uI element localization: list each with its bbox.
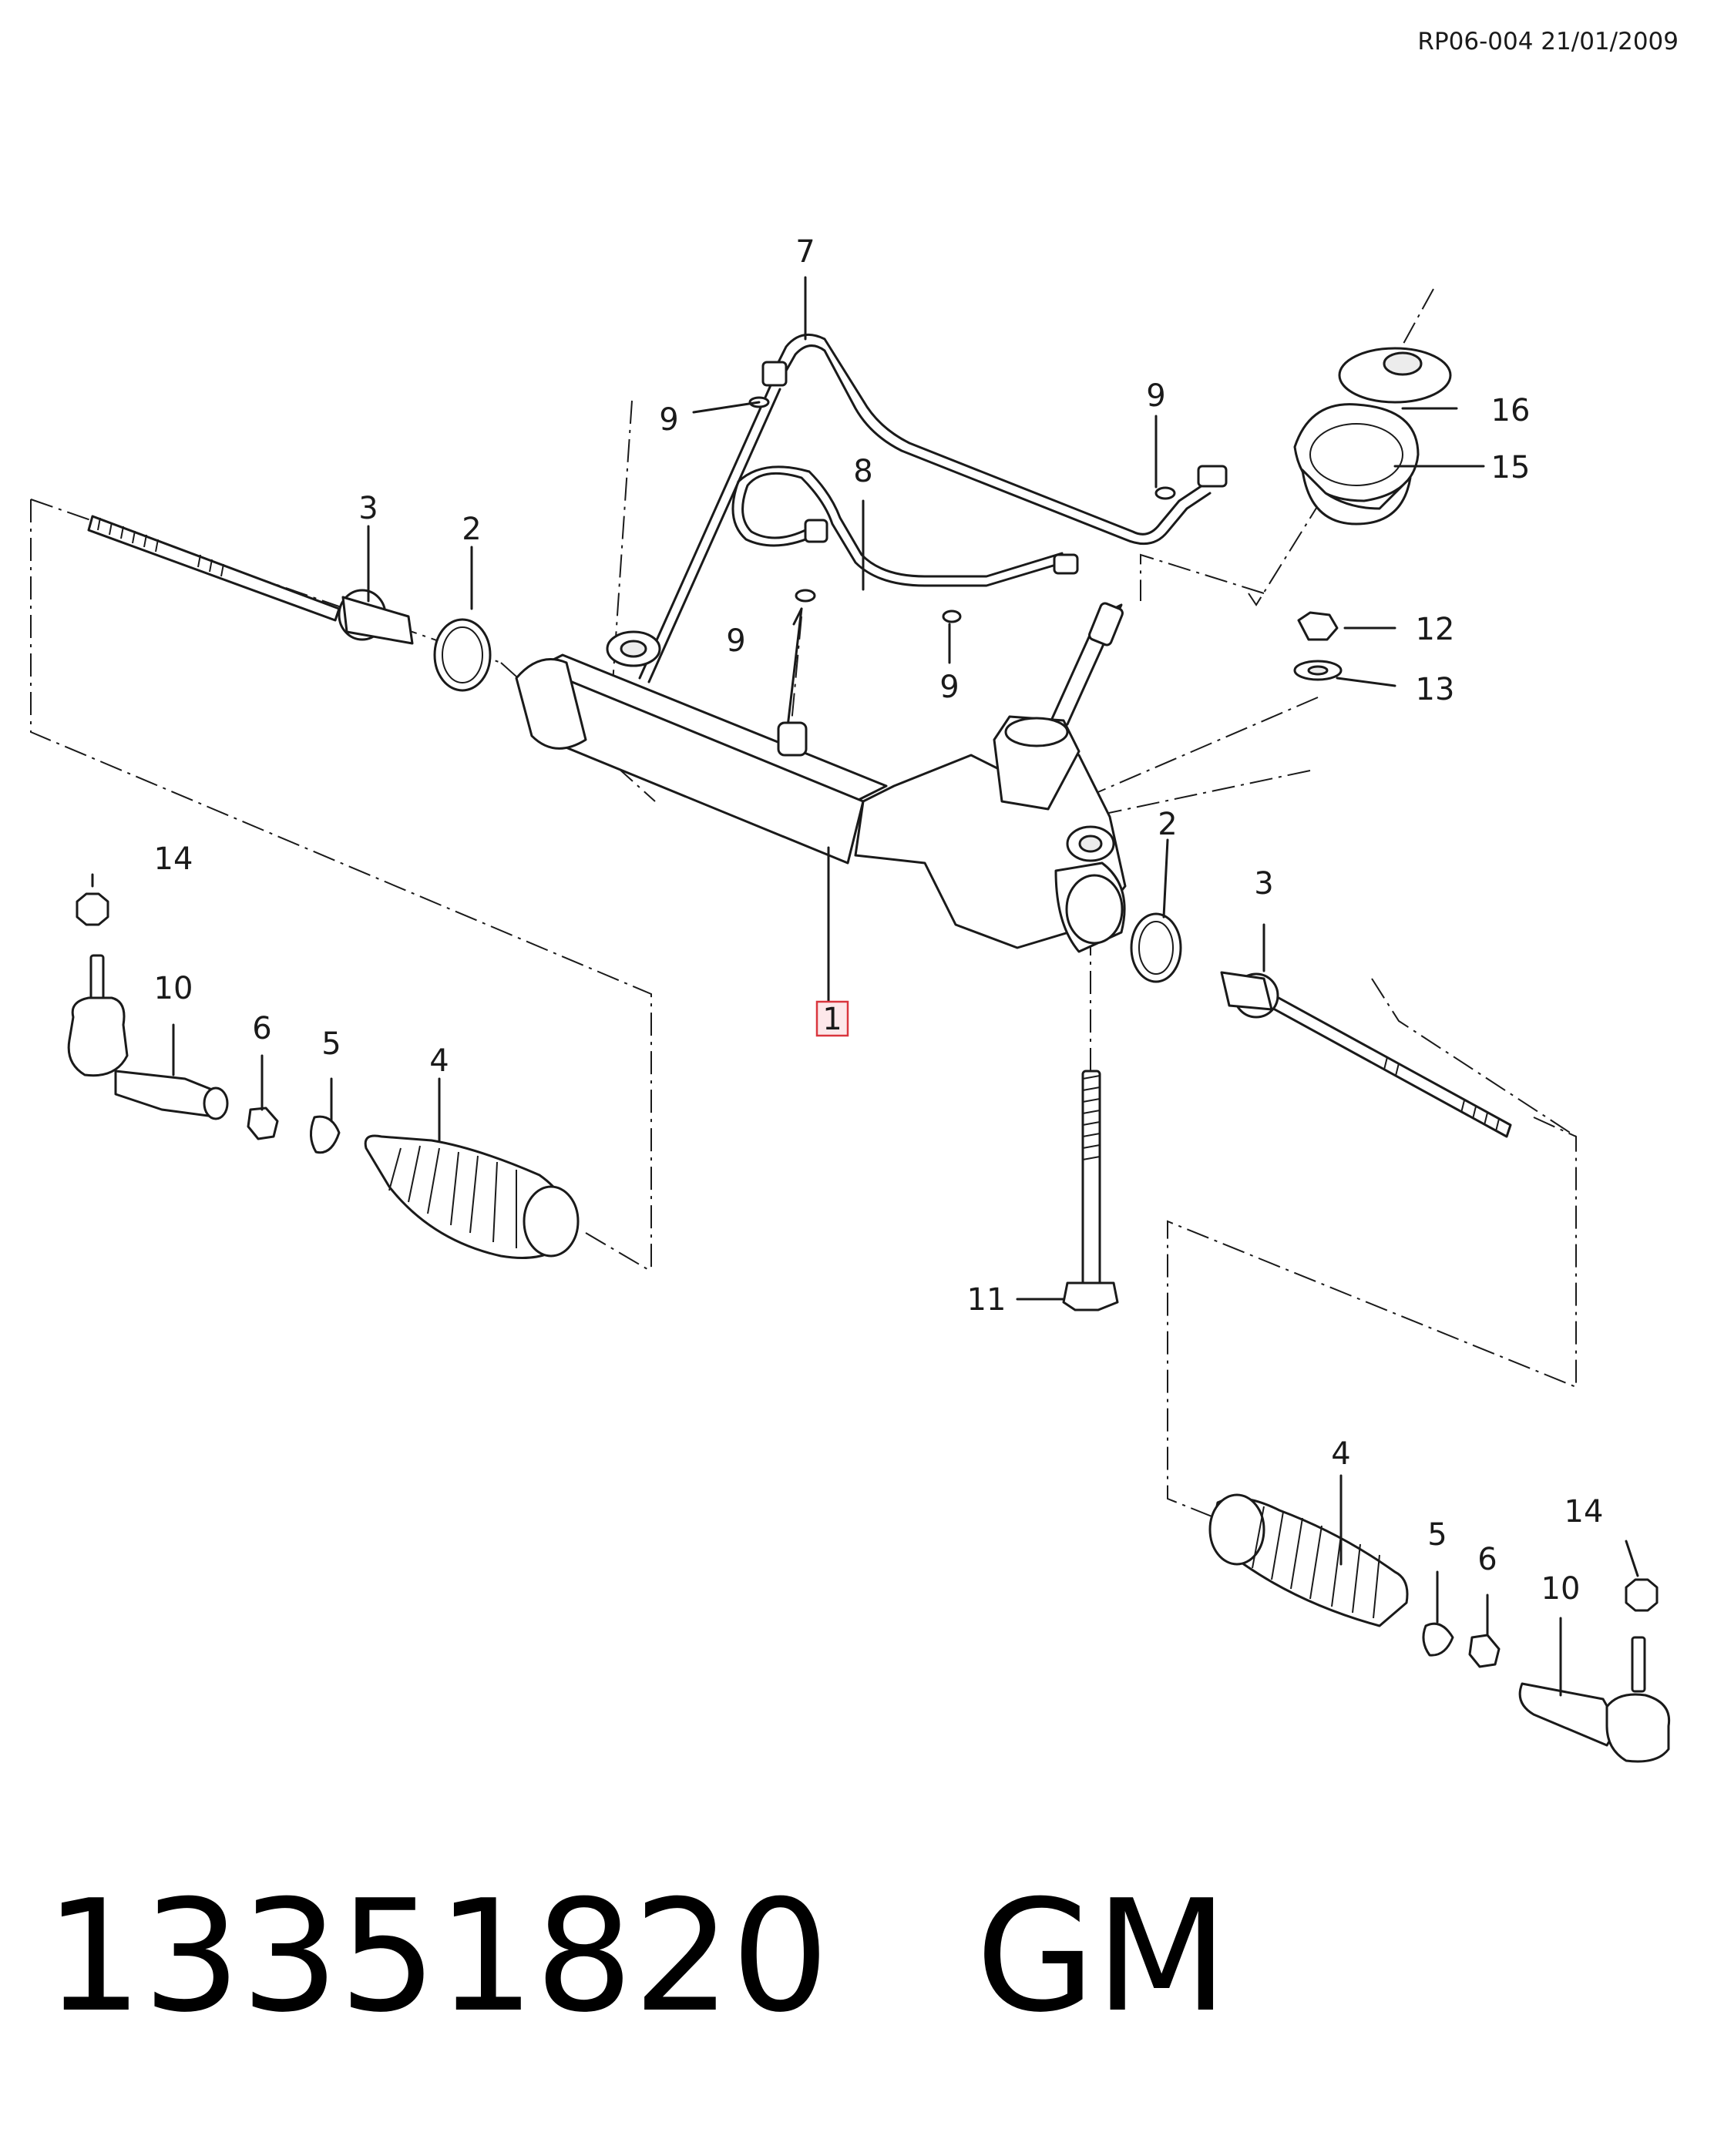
boot-4-left-folds: [388, 1145, 517, 1248]
rack-pinion-tower-cap: [1004, 717, 1069, 747]
rack-port-fitting: [777, 721, 808, 757]
right-tie-rod-assembly-box: [1167, 1117, 1577, 1530]
seal-15-inner: [1309, 423, 1403, 486]
callout-4-left: 4: [429, 1043, 449, 1079]
tie-rod-end-10-left-stud: [89, 954, 105, 1003]
washer-13-hole: [1307, 665, 1329, 676]
clamp-ring-2-left-inner: [442, 626, 483, 683]
o-ring-9-lower: [942, 610, 962, 623]
inner-tie-rod-3-right-socket-body: [1220, 971, 1273, 1011]
left-boot-link-line: [585, 1232, 652, 1272]
callout-1[interactable]: 1: [822, 1002, 842, 1037]
callout-6-left: 6: [252, 1011, 271, 1046]
jam-nut-6-right: [1468, 1634, 1501, 1668]
clamp-ring-2-left: [433, 618, 492, 692]
return-tube-8-inner: [731, 465, 1064, 578]
callout-11: 11: [967, 1282, 1007, 1318]
callout-6-right: 6: [1477, 1542, 1497, 1577]
boot-right-axis-line: [1371, 978, 1577, 1137]
mount-stud-axis-line: [1090, 770, 1311, 818]
rack-left-mount-hole: [620, 640, 647, 658]
pressure-tube-7-inner: [781, 344, 1212, 546]
inner-tie-rod-3-left-threads: [97, 517, 224, 577]
nut-14-right: [1625, 1578, 1659, 1612]
bolt-11-shank: [1081, 1070, 1101, 1288]
callout-4-right: 4: [1331, 1436, 1350, 1472]
inner-tie-rod-3-left-socket-body: [341, 596, 414, 645]
brand-name: GM: [975, 1867, 1228, 2047]
callout-9-center: 9: [726, 623, 745, 659]
upper-mount-link-line: [1140, 492, 1326, 606]
mount-nut-axis-line: [1094, 697, 1319, 794]
callout-9-top: 9: [659, 402, 678, 438]
callout-8: 8: [853, 454, 872, 489]
callout-12: 12: [1416, 612, 1455, 647]
clamp-ring-2-right-inner: [1138, 921, 1174, 975]
inner-tie-rod-3-left: [87, 515, 341, 622]
callout-9-lower: 9: [939, 670, 959, 705]
return-tube-8: [741, 472, 1065, 587]
tube-7-lower-drop: [638, 384, 772, 680]
boot-4-left-mouth: [523, 1185, 580, 1258]
tie-rod-end-10-right-ball: [1605, 1693, 1671, 1763]
bolt-11-threads: [1082, 1075, 1101, 1160]
callout-14-left: 14: [154, 841, 193, 877]
callout-15: 15: [1491, 450, 1531, 485]
tube-7-fitting-right: [1197, 465, 1228, 488]
o-ring-9-right: [1154, 486, 1176, 500]
callout-10-right: 10: [1541, 1571, 1581, 1607]
tie-rod-end-10-left-threaded-end: [203, 1086, 229, 1120]
callout-13: 13: [1416, 672, 1455, 707]
nut-14-left: [76, 892, 109, 926]
seal-16-center: [1383, 351, 1423, 376]
seal-16: [1338, 347, 1452, 404]
callout-3-left: 3: [358, 491, 378, 526]
upper-seal-axis-line: [1390, 288, 1434, 367]
tube-7-fitting-top: [761, 361, 788, 387]
tie-rod-end-10-right-stud: [1631, 1636, 1646, 1693]
callout-3-right: 3: [1254, 866, 1273, 902]
tube-7-lower-drop-inner: [647, 388, 781, 683]
callout-2-left: 2: [462, 512, 481, 547]
tube-8-lower-drop: [785, 607, 803, 741]
bolt-11-head: [1062, 1281, 1119, 1311]
callout-14-right: 14: [1564, 1494, 1604, 1530]
callout-16: 16: [1491, 393, 1531, 428]
tube8-port-axis-line: [789, 616, 802, 740]
boot-4-right-folds: [1252, 1506, 1380, 1619]
nut-12: [1297, 611, 1339, 641]
inner-tie-rod-3-right-threads: [1383, 1056, 1500, 1132]
callout-7: 7: [795, 234, 815, 270]
clamp-5-right: [1422, 1622, 1454, 1657]
tie-rod-end-10-left-ball: [67, 996, 129, 1077]
seal-15-body: [1301, 468, 1412, 526]
pressure-tube-7: [773, 333, 1204, 536]
callout-5-left: 5: [321, 1026, 341, 1062]
jam-nut-6-left: [247, 1107, 279, 1140]
rack-housing-left-end: [515, 658, 587, 750]
callout-1-highlight-box[interactable]: [815, 1000, 849, 1037]
tube-8-fitting-right: [1053, 553, 1079, 575]
input-shaft-splines: [1088, 602, 1124, 646]
callout-5-right: 5: [1427, 1517, 1447, 1553]
callout-9-right: 9: [1146, 378, 1165, 414]
diagram-reference-code: RP06-004 21/01/2009: [1417, 28, 1679, 55]
clamp-5-left: [310, 1115, 341, 1154]
callout-10-left: 10: [154, 971, 193, 1006]
o-ring-9-center: [795, 589, 816, 603]
rack-right-end-bore: [1065, 874, 1124, 945]
rack-right-mount-hole: [1078, 835, 1103, 853]
boot-4-right-mouth: [1208, 1493, 1265, 1566]
callout-2-right: 2: [1158, 807, 1177, 842]
tube-8-fitting-left: [804, 519, 828, 543]
part-number: 13351820: [45, 1867, 829, 2047]
callout-leader-lines: [91, 276, 1639, 1697]
tie-rod-end-10-right-arm: [1518, 1682, 1620, 1747]
